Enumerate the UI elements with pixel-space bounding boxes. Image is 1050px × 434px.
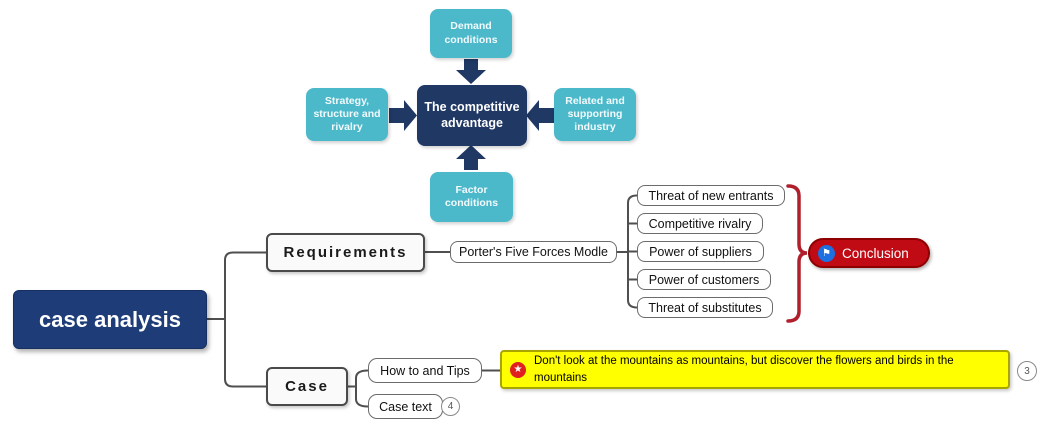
diagram-node-label: The competitive advantage <box>424 99 520 130</box>
highlighted-note[interactable]: ★ Don't look at the mountains as mountai… <box>500 350 1010 389</box>
force-item-threat-of-new-entrants[interactable]: Threat of new entrants <box>637 185 785 206</box>
force-item-threat-of-substitutes[interactable]: Threat of substitutes <box>637 297 773 318</box>
arrow-right-icon <box>389 100 417 131</box>
subtopic-porters-five-forces[interactable]: Porter's Five Forces Modle <box>450 241 617 263</box>
conclusion-label: Conclusion <box>842 245 909 261</box>
arrow-left-icon <box>526 100 554 131</box>
arrow-down-icon <box>456 59 486 84</box>
case-branch-connector <box>348 369 369 408</box>
root-topic-case-analysis[interactable]: case analysis <box>13 290 207 349</box>
conclusion-node[interactable]: ⚑ Conclusion <box>808 238 930 268</box>
diagram-node-strategy-structure-rivalry: Strategy, structure and rivalry <box>306 88 388 141</box>
diagram-node-demand-conditions: Demand conditions <box>430 9 512 58</box>
force-item-competitive-rivalry[interactable]: Competitive rivalry <box>637 213 763 234</box>
diagram-node-related-supporting-industry: Related and supporting industry <box>554 88 636 141</box>
diagram-node-factor-conditions: Factor conditions <box>430 172 513 222</box>
force-item-power-of-customers[interactable]: Power of customers <box>637 269 771 290</box>
diagram-node-competitive-advantage: The competitive advantage <box>417 85 527 146</box>
flag-icon: ⚑ <box>818 244 835 262</box>
star-icon: ★ <box>510 361 526 378</box>
subtopic-how-to-and-tips[interactable]: How to and Tips <box>368 358 482 383</box>
note-text: Don't look at the mountains as mountains… <box>534 355 954 384</box>
note-number-badge[interactable]: 3 <box>1017 361 1037 381</box>
force-item-power-of-suppliers[interactable]: Power of suppliers <box>637 241 764 262</box>
subtopic-case-text[interactable]: Case text <box>368 394 443 419</box>
case-text-number-badge[interactable]: 4 <box>441 397 460 416</box>
arrow-up-icon <box>456 145 486 170</box>
topic-case[interactable]: Case <box>266 367 348 406</box>
topic-requirements[interactable]: Requirements <box>266 233 425 272</box>
root-branch-connector <box>207 251 266 388</box>
flag-glyph: ⚑ <box>822 247 831 259</box>
diagram-node-label: Strategy, structure and rivalry <box>313 94 381 134</box>
diagram-node-label: Factor conditions <box>444 183 499 209</box>
diagram-node-label: Related and supporting industry <box>565 94 625 134</box>
diagram-node-label: Demand conditions <box>444 20 498 46</box>
grouping-brace <box>786 184 808 323</box>
porter-branch-connector <box>617 194 638 309</box>
star-glyph: ★ <box>513 363 523 375</box>
